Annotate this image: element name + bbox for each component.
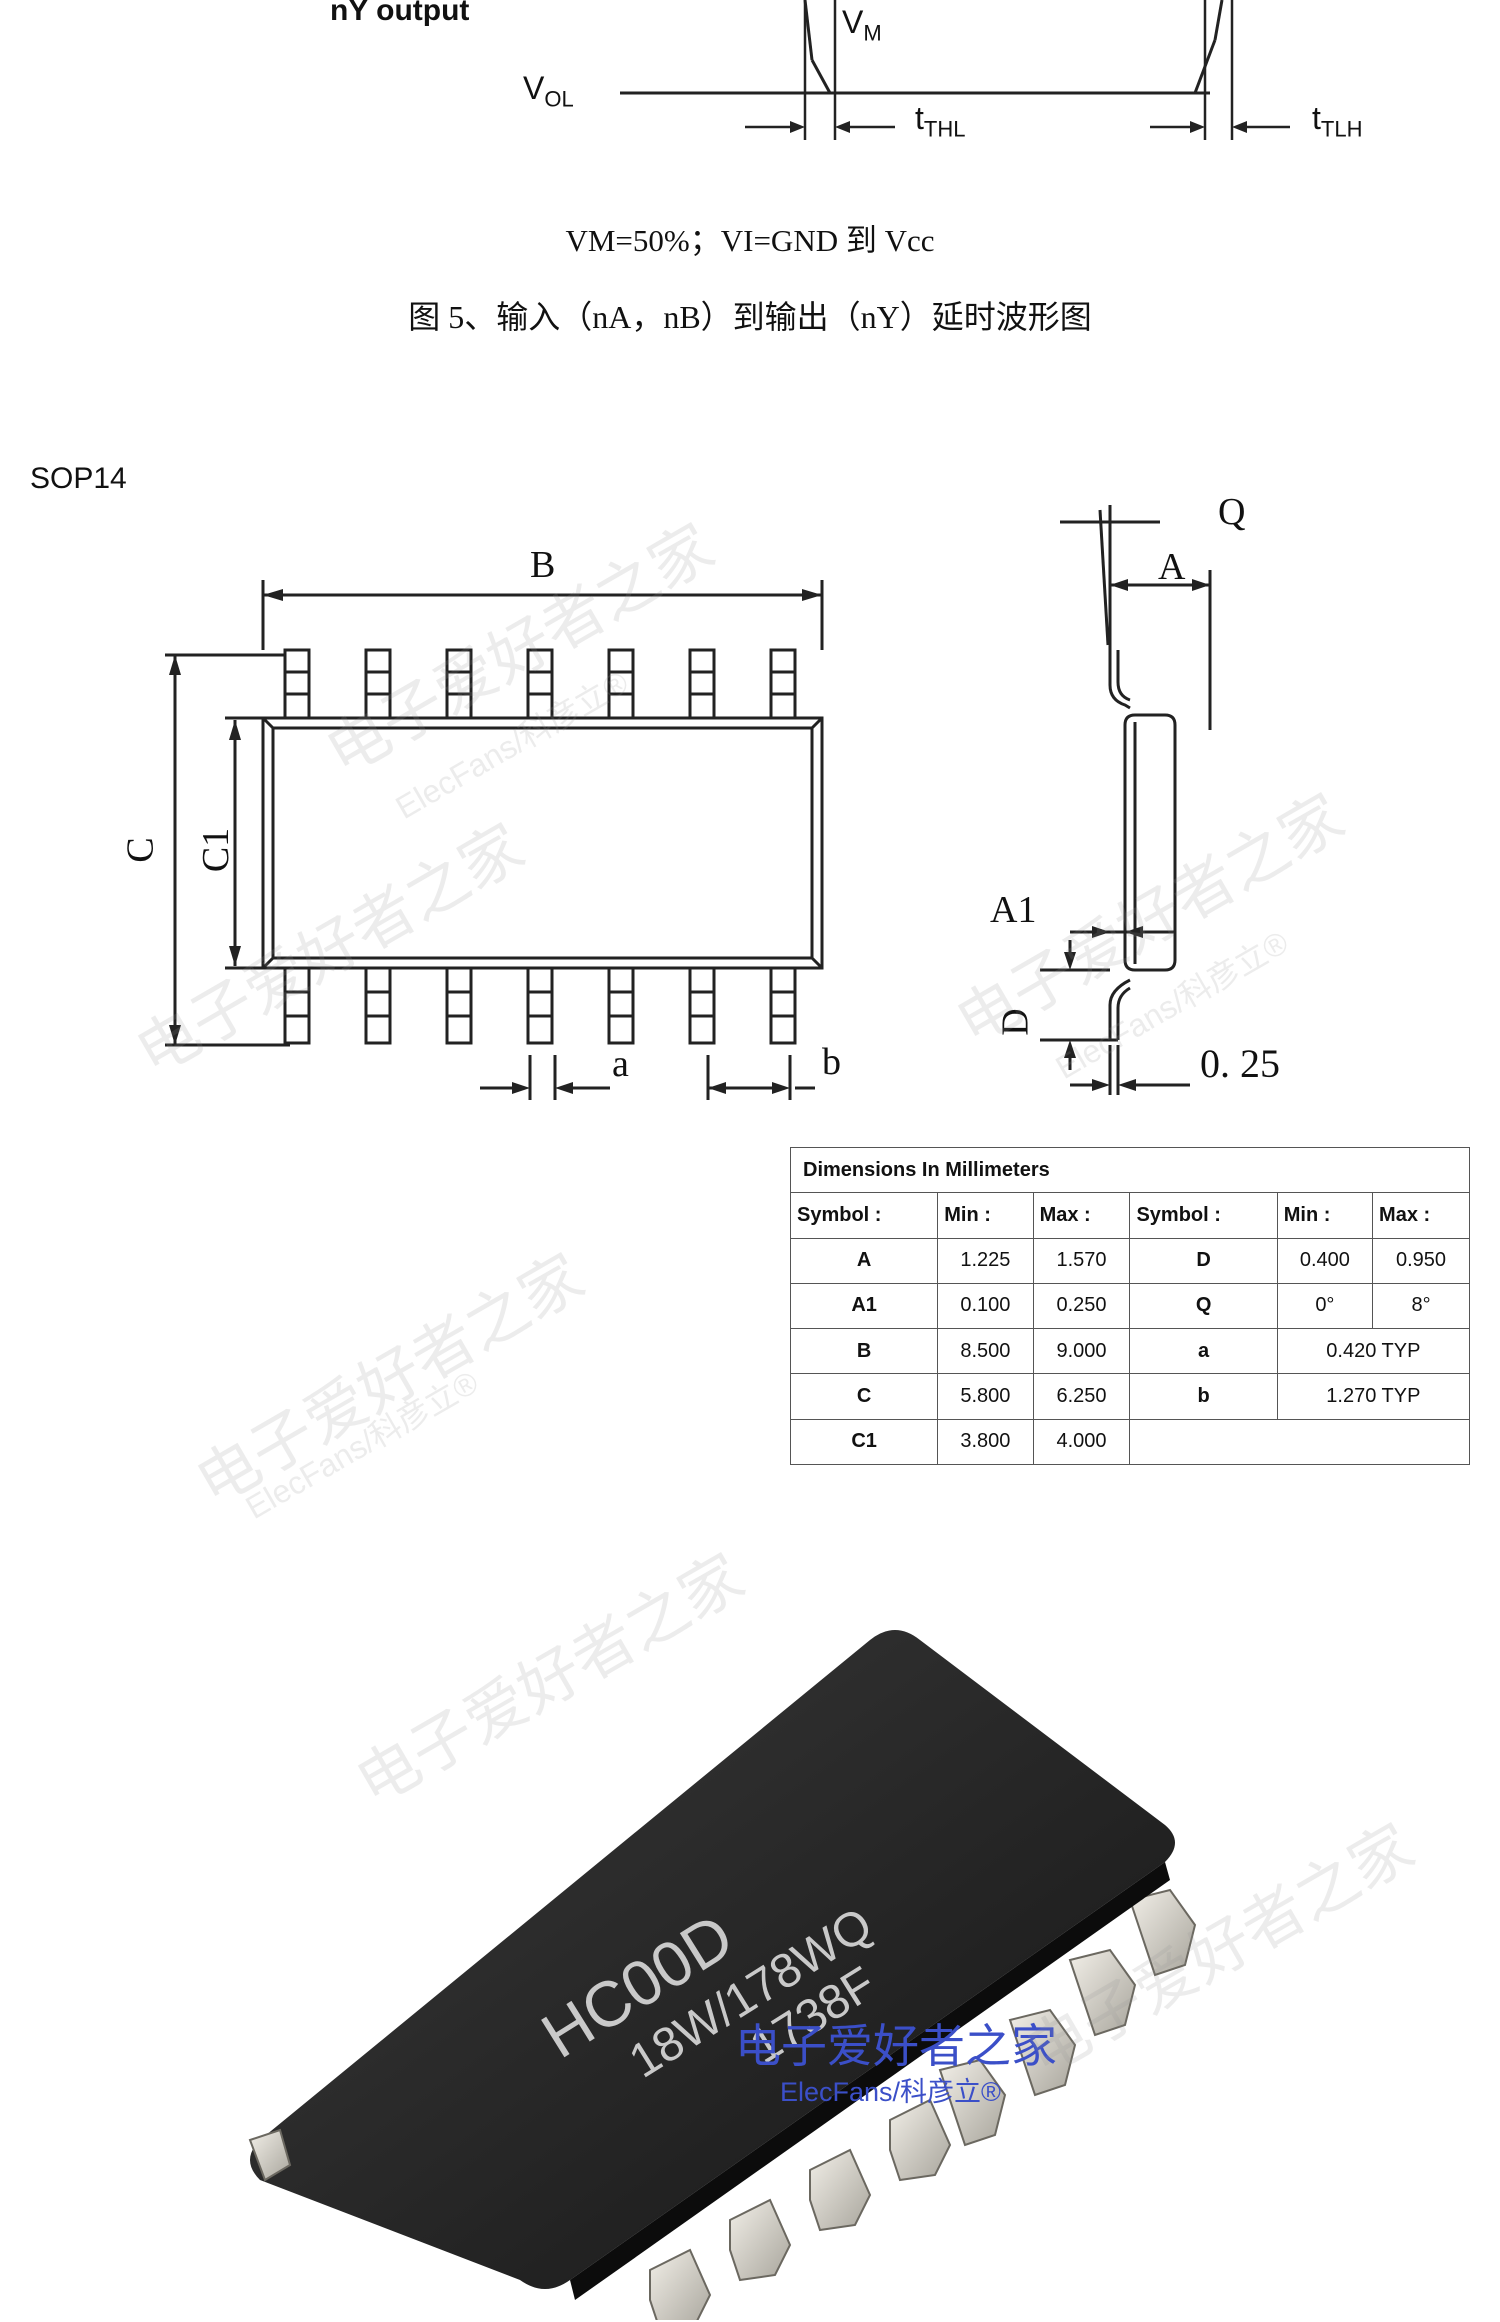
table-header: Symbol : [1129, 1192, 1278, 1239]
table-header: Min : [1276, 1192, 1374, 1239]
figure-caption: 图 5、输入（nA，nB）到输出（nY）延时波形图 [408, 299, 1092, 335]
pins-top [283, 648, 797, 720]
table-cell: b [1129, 1373, 1278, 1420]
table-header: Max : [1032, 1192, 1131, 1239]
dim-label-b: b [822, 1041, 841, 1083]
table-cell: A1 [789, 1282, 939, 1330]
dim-label-Q: Q [1218, 491, 1246, 533]
dim-label-a: a [612, 1043, 629, 1085]
table-cell: 5.800 [937, 1373, 1034, 1420]
watermark: 电子爱好者之家 [185, 1242, 596, 1520]
table-cell: 0.420 TYP [1276, 1328, 1471, 1375]
photo-brand-sub: ElecFans/科彦立® [780, 2077, 1001, 2107]
table-cell: C1 [789, 1418, 939, 1466]
timing-diagram [620, 0, 1290, 140]
table-cell: B [789, 1328, 939, 1375]
table-row: C1 3.800 4.000 [789, 1418, 1470, 1466]
vol-label: VOL [523, 70, 574, 112]
table-cell: 6.250 [1032, 1373, 1131, 1420]
table-cell: 1.570 [1032, 1237, 1131, 1284]
table-title: Dimensions In Millimeters [790, 1146, 1470, 1194]
dim-label-A1: A1 [990, 889, 1037, 931]
pins-bottom [283, 966, 797, 1045]
package-top-view [165, 580, 824, 1100]
table-cell [1129, 1418, 1470, 1466]
table-header-row: Symbol : Min : Max : Symbol : Min : Max … [789, 1192, 1470, 1239]
package-side-view [1040, 505, 1212, 1095]
table-cell: 0.250 [1032, 1282, 1131, 1330]
table-cell: 8° [1372, 1282, 1470, 1330]
dimension-table: Dimensions In Millimeters Symbol : Min :… [789, 1146, 1471, 1466]
dim-label-C1: C1 [195, 827, 238, 873]
table-cell: 0.100 [937, 1282, 1034, 1330]
dim-label-B: B [530, 544, 556, 586]
table-header: Max : [1372, 1192, 1470, 1239]
table-cell: 9.000 [1032, 1328, 1131, 1375]
chip-body [250, 1630, 1175, 2289]
condition-caption: VM=50%；VI=GND 到 Vcc [565, 223, 935, 258]
table-cell: a [1129, 1328, 1278, 1375]
table-cell: A [789, 1237, 939, 1284]
table-cell: Q [1129, 1282, 1278, 1330]
photo-brand: 电子爱好者之家 [735, 2020, 1057, 2072]
table-cell: 0° [1276, 1282, 1374, 1330]
dim-label-A: A [1158, 546, 1186, 588]
table-row: C 5.800 6.250 b 1.270 TYP [789, 1373, 1471, 1420]
package-name: SOP14 [30, 462, 127, 495]
table-cell: 0.950 [1372, 1237, 1470, 1284]
table-header: Symbol : [789, 1192, 939, 1239]
table-cell: 4.000 [1032, 1418, 1131, 1466]
dim-label-lead: 0. 25 [1200, 1041, 1280, 1086]
table-header: Min : [937, 1192, 1034, 1239]
chip-photo: HC00D 18W/178WQ 1738F [248, 1630, 1197, 2320]
table-cell: 0.400 [1276, 1237, 1374, 1284]
table-row: A 1.225 1.570 D 0.400 0.950 [789, 1237, 1470, 1284]
ttlh-label: tTLH [1312, 100, 1363, 142]
table-cell: 1.270 TYP [1276, 1373, 1471, 1420]
table-cell: C [789, 1373, 939, 1420]
table-cell: 3.800 [937, 1418, 1034, 1466]
table-row: B 8.500 9.000 a 0.420 TYP [789, 1328, 1471, 1375]
dim-label-C: C [119, 837, 162, 863]
table-cell: 1.225 [937, 1237, 1034, 1284]
tthl-label: tTHL [915, 100, 966, 142]
vm-label: VM [842, 4, 882, 46]
table-row: A1 0.100 0.250 Q 0° 8° [789, 1282, 1470, 1330]
table-cell: 8.500 [937, 1328, 1034, 1375]
table-cell: D [1129, 1237, 1278, 1284]
output-label: nY output [330, 0, 470, 27]
